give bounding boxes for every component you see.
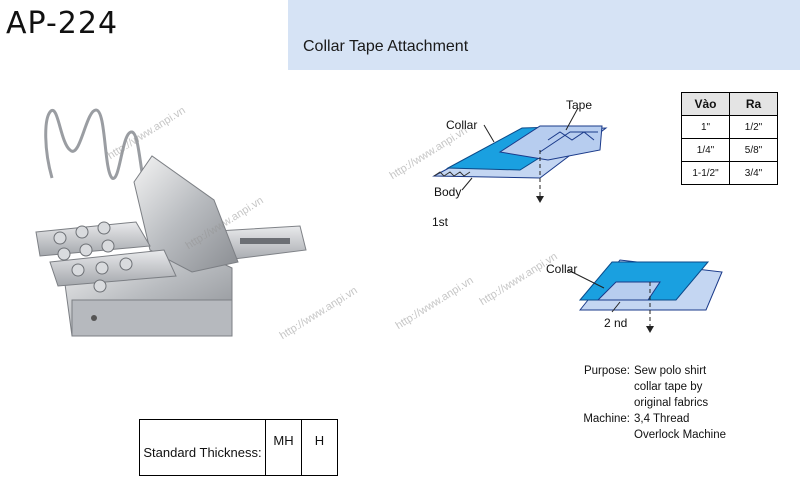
folder-cone <box>133 155 239 273</box>
screw <box>71 263 85 277</box>
collar-label-2: Collar <box>546 262 578 276</box>
machine-line: Overlock Machine <box>634 429 727 441</box>
thickness-label: Standard Thickness: <box>139 419 266 476</box>
screw <box>53 231 67 245</box>
header-out: Ra <box>729 92 778 116</box>
spec-info: Purpose: Sew polo shirt collar tape by o… <box>580 363 744 443</box>
header-in: Vào <box>681 92 730 116</box>
screw <box>75 225 89 239</box>
mid-guide <box>49 249 177 287</box>
table-row: 1" 1/2" <box>681 115 778 139</box>
step2-label: 2 nd <box>604 316 628 330</box>
product-photo <box>35 108 307 337</box>
collar-label: Collar <box>446 118 478 132</box>
screw <box>93 279 107 293</box>
purpose-label: Purpose: <box>583 365 630 377</box>
cell-out: 1/2" <box>729 115 778 139</box>
screw <box>119 257 133 271</box>
screw <box>57 247 71 261</box>
table-header-row: Vào Ra <box>681 92 778 116</box>
machine-label: Machine: <box>583 413 630 425</box>
cell-in: 1" <box>681 115 730 139</box>
page-title: Collar Tape Attachment <box>303 38 469 55</box>
purpose-line: collar tape by <box>634 381 703 393</box>
screw <box>101 239 115 253</box>
thickness-option-mh: MH <box>265 419 302 476</box>
step1-label: 1st <box>432 215 449 229</box>
screw <box>95 261 109 275</box>
wire-spring <box>44 108 150 197</box>
table-row: 1-1/2" 3/4" <box>681 161 778 185</box>
purpose-line: original fabrics <box>634 397 709 409</box>
size-table: Vào Ra 1" 1/2" 1/4" 5/8" 1-1/2" 3/4" <box>681 92 778 185</box>
folded-tape-2 <box>596 281 661 301</box>
cell-in: 1/4" <box>681 138 730 162</box>
body-label: Body <box>434 185 462 199</box>
step2-diagram <box>567 259 723 333</box>
machine-line: 3,4 Thread <box>634 413 690 425</box>
cell-in: 1-1/2" <box>681 161 730 185</box>
purpose-line: Sew polo shirt <box>634 365 707 377</box>
cell-out: 5/8" <box>729 138 778 162</box>
upper-guide <box>35 221 151 257</box>
front-face <box>71 299 233 337</box>
title-band <box>288 0 800 70</box>
table-row: 1/4" 5/8" <box>681 138 778 162</box>
screw <box>79 243 93 257</box>
screw <box>97 221 111 235</box>
thickness-table: Standard Thickness: MH H <box>139 419 338 476</box>
model-code: AP-224 <box>6 6 119 41</box>
tape-label: Tape <box>566 98 593 112</box>
cell-out: 3/4" <box>729 161 778 185</box>
thickness-option-h: H <box>301 419 338 476</box>
step1-diagram <box>432 107 608 203</box>
